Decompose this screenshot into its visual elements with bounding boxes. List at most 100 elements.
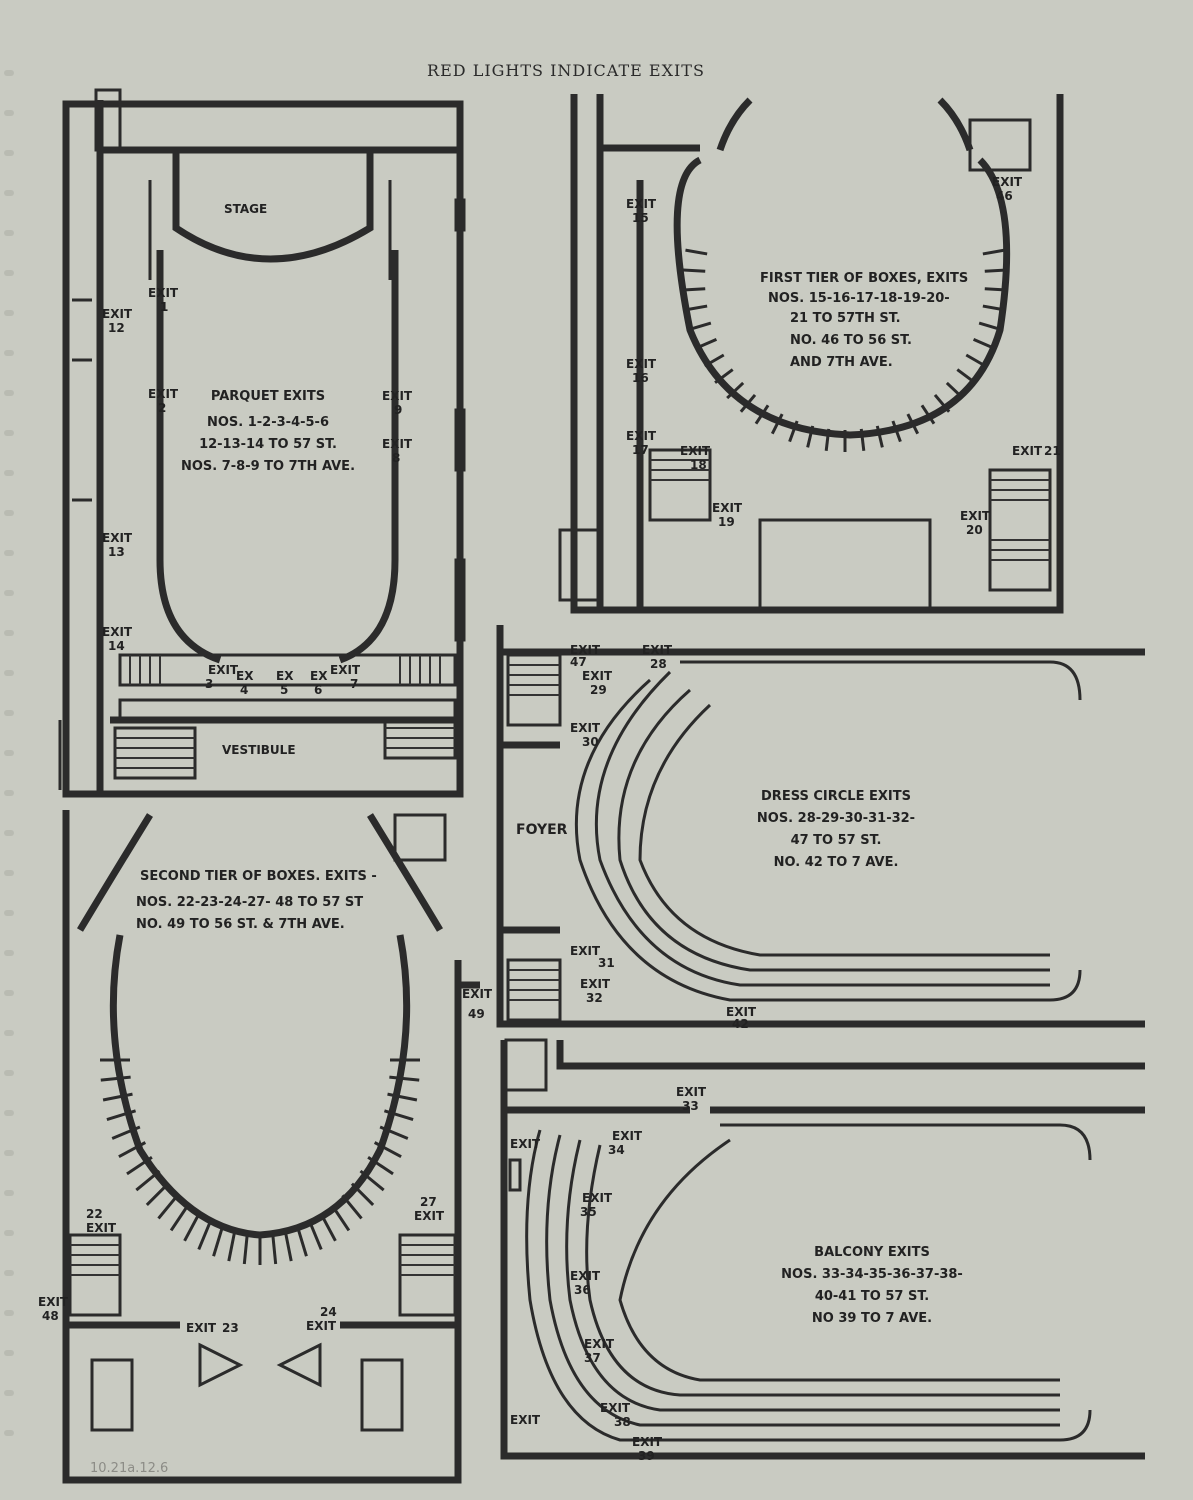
pencil-annotation: 10.21a.12.6 <box>90 1461 168 1476</box>
svg-text:EXIT: EXIT <box>570 643 601 657</box>
svg-text:EXIT: EXIT <box>570 1269 601 1283</box>
svg-text:47: 47 <box>570 655 587 669</box>
svg-text:NOS. 7-8-9 TO 7TH AVE.: NOS. 7-8-9 TO 7TH AVE. <box>181 459 355 474</box>
svg-text:EXIT: EXIT <box>414 1209 445 1223</box>
svg-text:22: 22 <box>86 1207 103 1221</box>
first-tier-box-partition <box>683 287 706 292</box>
svg-text:EXIT: EXIT <box>1012 444 1043 458</box>
svg-text:2: 2 <box>158 401 166 415</box>
svg-text:15: 15 <box>632 211 649 225</box>
second-tier-box-partition <box>330 1204 351 1232</box>
svg-text:NOS. 15-16-17-18-19-20-: NOS. 15-16-17-18-19-20- <box>768 291 950 306</box>
svg-text:6: 6 <box>314 683 322 697</box>
svg-text:EXIT: EXIT <box>462 987 493 1001</box>
second-tier-box-partition <box>283 1231 293 1262</box>
svg-text:23: 23 <box>222 1321 239 1335</box>
svg-text:NOS. 1-2-3-4-5-6: NOS. 1-2-3-4-5-6 <box>207 415 329 430</box>
parquet-plan: STAGE VESTIBULE PARQUET EXITS NOS. 1-2-3… <box>58 88 466 798</box>
exit-lower-left: EXIT <box>510 1413 541 1427</box>
svg-text:EX: EX <box>236 669 254 683</box>
svg-text:21 TO 57TH ST.: 21 TO 57TH ST. <box>790 311 901 326</box>
svg-text:NOS. 22-23-24-27- 48 TO 57 ST: NOS. 22-23-24-27- 48 TO 57 ST <box>136 895 363 910</box>
second-tier-box-partition <box>183 1213 201 1242</box>
svg-text:EXIT: EXIT <box>632 1435 663 1449</box>
svg-text:EXIT: EXIT <box>306 1319 337 1333</box>
first-tier-box-partition <box>739 393 757 413</box>
svg-text:42: 42 <box>732 1017 749 1031</box>
svg-text:NOS. 28-29-30-31-32-: NOS. 28-29-30-31-32- <box>757 811 915 826</box>
first-tier-box-partition <box>714 368 734 384</box>
first-tier-box-partition <box>770 413 784 435</box>
second-tier-horseshoe <box>109 934 411 1239</box>
svg-text:12-13-14 TO 57 ST.: 12-13-14 TO 57 ST. <box>199 437 337 452</box>
exit-6: EX6 <box>310 669 328 697</box>
svg-text:48: 48 <box>42 1309 59 1323</box>
second-tier-box-partition <box>212 1227 224 1257</box>
first-tier-box-partition <box>984 287 1007 292</box>
svg-text:EXIT: EXIT <box>676 1085 707 1099</box>
first-tier-box-partition <box>920 404 936 425</box>
svg-text:EXIT: EXIT <box>712 501 743 515</box>
first-tier-box-partition <box>972 338 995 350</box>
first-tier-title: FIRST TIER OF BOXES, EXITS <box>760 271 968 286</box>
svg-text:5: 5 <box>280 683 288 697</box>
second-tier-title: SECOND TIER OF BOXES. EXITS - <box>140 869 377 884</box>
first-tier-box-partition <box>982 304 1005 312</box>
svg-text:EXIT: EXIT <box>626 197 657 211</box>
svg-text:EXIT: EXIT <box>208 663 239 677</box>
svg-text:31: 31 <box>598 956 615 970</box>
svg-text:EXIT: EXIT <box>992 175 1023 189</box>
svg-text:36: 36 <box>574 1283 591 1297</box>
svg-text:27: 27 <box>420 1195 437 1209</box>
svg-text:EX: EX <box>310 669 328 683</box>
svg-text:NOS. 33-34-35-36-37-38-: NOS. 33-34-35-36-37-38- <box>781 1267 963 1282</box>
second-tier-box-partition <box>271 1234 278 1265</box>
second-tier-box-partition <box>387 1092 418 1102</box>
svg-text:AND 7TH AVE.: AND 7TH AVE. <box>790 355 893 370</box>
svg-text:NO. 49 TO 56 ST. & 7TH AVE.: NO. 49 TO 56 ST. & 7TH AVE. <box>136 917 345 932</box>
svg-text:EXIT: EXIT <box>148 387 179 401</box>
svg-text:46: 46 <box>996 189 1013 203</box>
svg-text:EXIT: EXIT <box>580 977 611 991</box>
second-tier-box-partition <box>111 1125 141 1140</box>
svg-text:EXIT: EXIT <box>626 429 657 443</box>
exit-5: EX5 <box>276 669 294 697</box>
svg-text:9: 9 <box>394 403 402 417</box>
second-tier-box-partition <box>102 1092 133 1102</box>
svg-text:19: 19 <box>718 515 735 529</box>
first-tier-horseshoe <box>673 156 1011 439</box>
svg-text:3: 3 <box>205 677 213 691</box>
first-tier-box-partition <box>982 248 1005 256</box>
svg-text:EX: EX <box>276 669 294 683</box>
first-tier-box-partition <box>695 338 718 350</box>
second-tier-box-partition <box>379 1125 409 1140</box>
svg-text:4: 4 <box>240 683 248 697</box>
balcony-rows <box>525 1123 1092 1442</box>
svg-text:47 TO 57 ST.: 47 TO 57 ST. <box>791 833 882 848</box>
second-tier-box-partition <box>296 1227 308 1257</box>
second-tier-box-partition <box>100 1075 131 1082</box>
svg-text:EXIT: EXIT <box>38 1295 69 1309</box>
second-tier-box-partition <box>135 1169 161 1192</box>
first-tier-box-partition <box>906 413 920 435</box>
header-title: RED LIGHTS INDICATE EXITS <box>427 61 705 80</box>
